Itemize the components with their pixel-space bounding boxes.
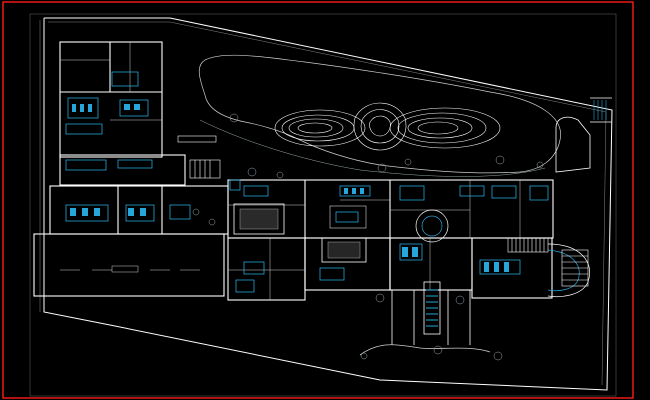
courtyard-features: [233, 203, 367, 263]
driveway: [359, 290, 491, 356]
partition-walls: [60, 42, 521, 300]
site-boundary: [39, 17, 613, 391]
entrance-rotunda: [415, 209, 590, 297]
planting: [192, 113, 544, 361]
furniture-detail: [70, 104, 509, 272]
staircase: [177, 135, 549, 253]
east-stair-block: [561, 249, 589, 287]
lawn-contour: [198, 54, 561, 177]
title-frame: [29, 13, 617, 397]
furniture-blocks: [65, 71, 549, 293]
parking-area: [60, 265, 200, 273]
pond-contours: [274, 102, 501, 151]
house-footprint: [33, 41, 554, 301]
drawing-frame: [2, 1, 634, 399]
east-pavilion: [555, 97, 612, 173]
swimming-pool: [423, 281, 441, 335]
